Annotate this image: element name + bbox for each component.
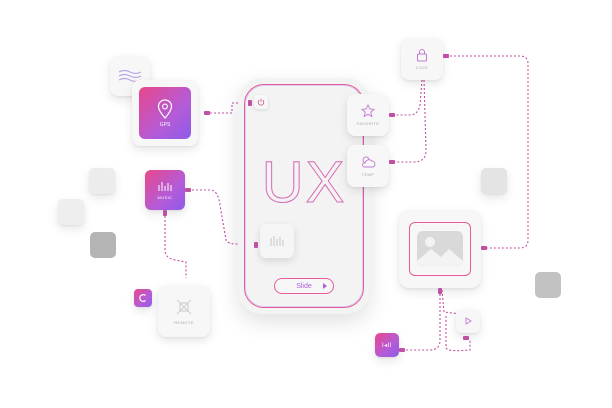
remote-icon (174, 297, 194, 317)
slide-button-label: Slide (296, 282, 312, 290)
c-glyph-icon (138, 293, 148, 303)
connector-plug (481, 246, 487, 250)
connector-plug (204, 111, 210, 115)
gps-label: GPS (159, 121, 171, 128)
gray-square (481, 168, 507, 194)
connector-plug (389, 160, 395, 164)
play-arrow-icon (323, 283, 327, 289)
lock-icon (416, 48, 428, 62)
player-tile[interactable]: I◂II (375, 333, 399, 357)
star-icon (361, 104, 375, 118)
favorite-label: FAVORITE (356, 121, 380, 126)
gps-tile-face: GPS (139, 87, 191, 139)
connector-plug (438, 288, 442, 294)
music-label: MUSIC (157, 195, 173, 200)
wire-image-player (400, 290, 441, 351)
slide-button[interactable]: Slide (274, 278, 334, 294)
cloud-sun-icon (359, 155, 377, 169)
connector-plug (443, 54, 449, 58)
connector-plug (463, 336, 469, 340)
weather-label: TEMP (361, 172, 375, 177)
lock-label: LOCK (415, 65, 429, 70)
connector-plug (389, 113, 395, 117)
remote-label: REMOTE (174, 320, 194, 325)
power-button[interactable] (254, 95, 268, 109)
wire-lock-down (392, 79, 423, 116)
favorite-tile[interactable]: FAVORITE (347, 94, 389, 136)
wire-video-down (445, 316, 471, 352)
c-badge-tile[interactable] (134, 289, 152, 307)
wire-music-switch (188, 189, 258, 245)
video-tile[interactable] (456, 309, 480, 333)
connector-plug (248, 100, 252, 106)
ux-headline: UX (261, 150, 347, 215)
connector-plug (185, 188, 191, 192)
gray-square (58, 199, 84, 225)
player-label: I◂II (381, 342, 392, 349)
weather-tile[interactable]: TEMP (347, 145, 389, 187)
wire-lock-weather (392, 79, 427, 163)
gray-square (90, 232, 116, 258)
switch-tile[interactable] (260, 224, 294, 258)
music-tile[interactable]: MUSIC (145, 170, 185, 210)
wire-lock-favorite (442, 55, 529, 249)
power-icon (257, 98, 265, 106)
image-frame (409, 222, 471, 276)
phone-screen (244, 84, 364, 308)
image-icon (415, 229, 465, 269)
gps-tile[interactable]: GPS (132, 80, 198, 146)
remote-tile[interactable]: REMOTE (158, 285, 210, 337)
wire-image-video (441, 289, 461, 315)
equalizer-icon (157, 180, 173, 192)
gray-square (535, 272, 561, 298)
connector-plug (163, 210, 167, 216)
sound-bars-icon (269, 235, 285, 247)
connector-plug (254, 242, 258, 248)
gray-square (89, 168, 115, 194)
wire-music-remote (164, 212, 187, 278)
connector-plug (399, 348, 405, 352)
location-pin-icon (157, 98, 173, 119)
lock-tile[interactable]: LOCK (401, 38, 443, 80)
image-tile[interactable] (399, 210, 481, 288)
play-icon (463, 316, 473, 326)
